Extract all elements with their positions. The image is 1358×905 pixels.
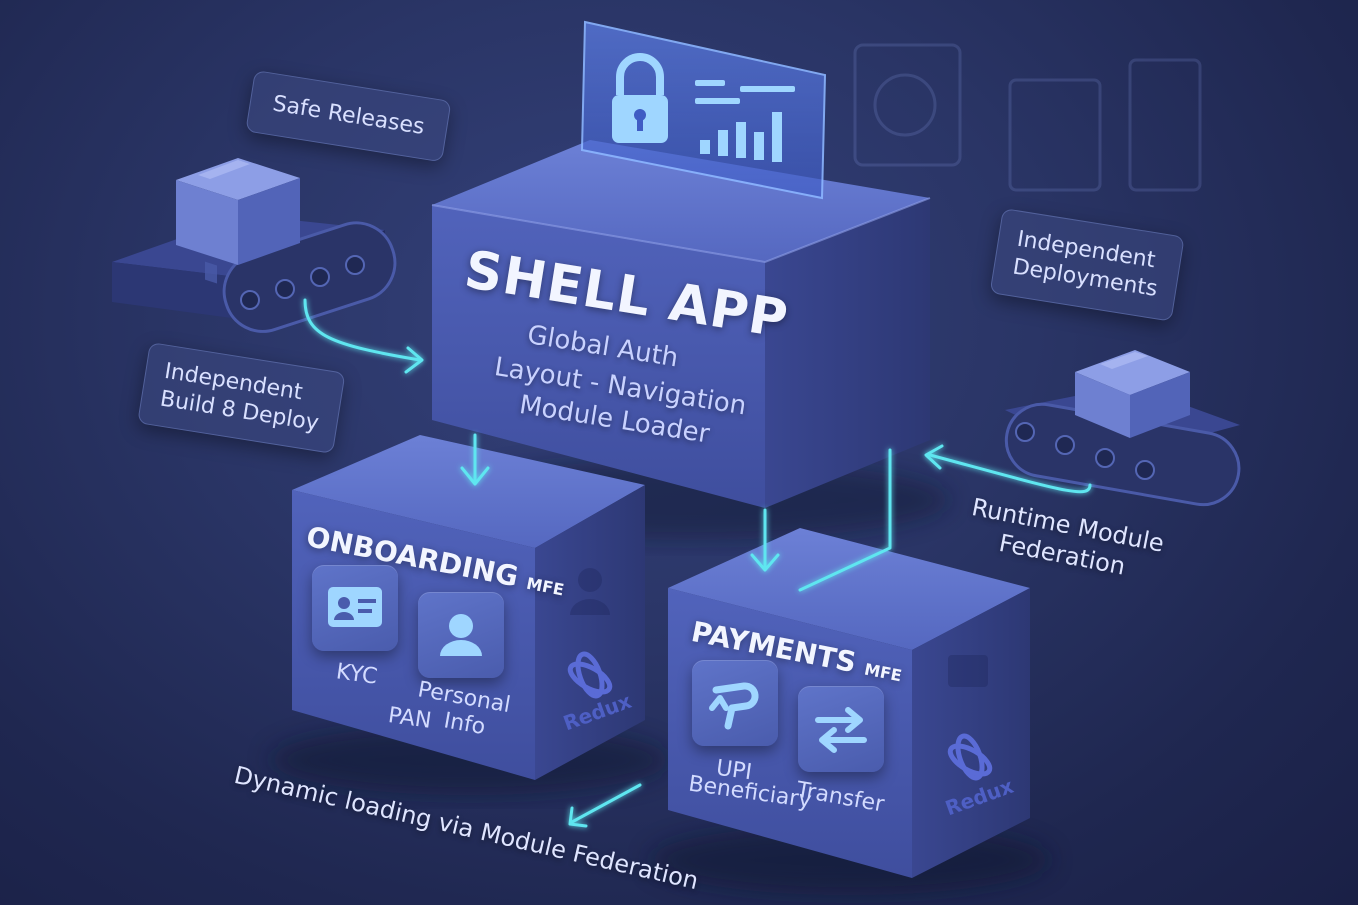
background-screens bbox=[853, 43, 1202, 192]
transfer-arrows-icon bbox=[815, 707, 867, 753]
lock-icon bbox=[612, 53, 668, 143]
shell-app-box bbox=[431, 140, 931, 508]
onboarding-box bbox=[292, 435, 645, 780]
arrow-payments-to-shell bbox=[798, 448, 892, 592]
redux-logo-payments bbox=[947, 733, 993, 781]
transfer-tile[interactable] bbox=[798, 686, 884, 772]
bar-chart-icon bbox=[695, 80, 795, 162]
upi-icon bbox=[709, 682, 759, 730]
personal-info-tile[interactable] bbox=[418, 592, 504, 678]
payments-mfe-suffix: MFE bbox=[862, 659, 904, 686]
arrow-runtime-to-shell bbox=[928, 453, 1092, 494]
arrow-build-to-shell bbox=[303, 298, 422, 362]
id-card-icon bbox=[328, 587, 382, 627]
auth-dashboard-panel bbox=[580, 20, 827, 200]
left-conveyor bbox=[112, 158, 397, 333]
kyc-label: KYC bbox=[334, 659, 379, 690]
redux-logo-onboarding bbox=[567, 651, 613, 699]
safe-releases-text: Safe Releases bbox=[270, 91, 427, 141]
kyc-tile[interactable] bbox=[312, 565, 398, 651]
right-conveyor bbox=[1004, 350, 1241, 507]
upi-tile[interactable] bbox=[692, 660, 778, 746]
user-icon bbox=[440, 614, 482, 656]
payments-box bbox=[668, 528, 1030, 878]
arrow-dynamic-loading bbox=[570, 783, 642, 824]
flow-arrows bbox=[303, 298, 1092, 828]
onboarding-mfe-suffix: MFE bbox=[524, 573, 566, 600]
